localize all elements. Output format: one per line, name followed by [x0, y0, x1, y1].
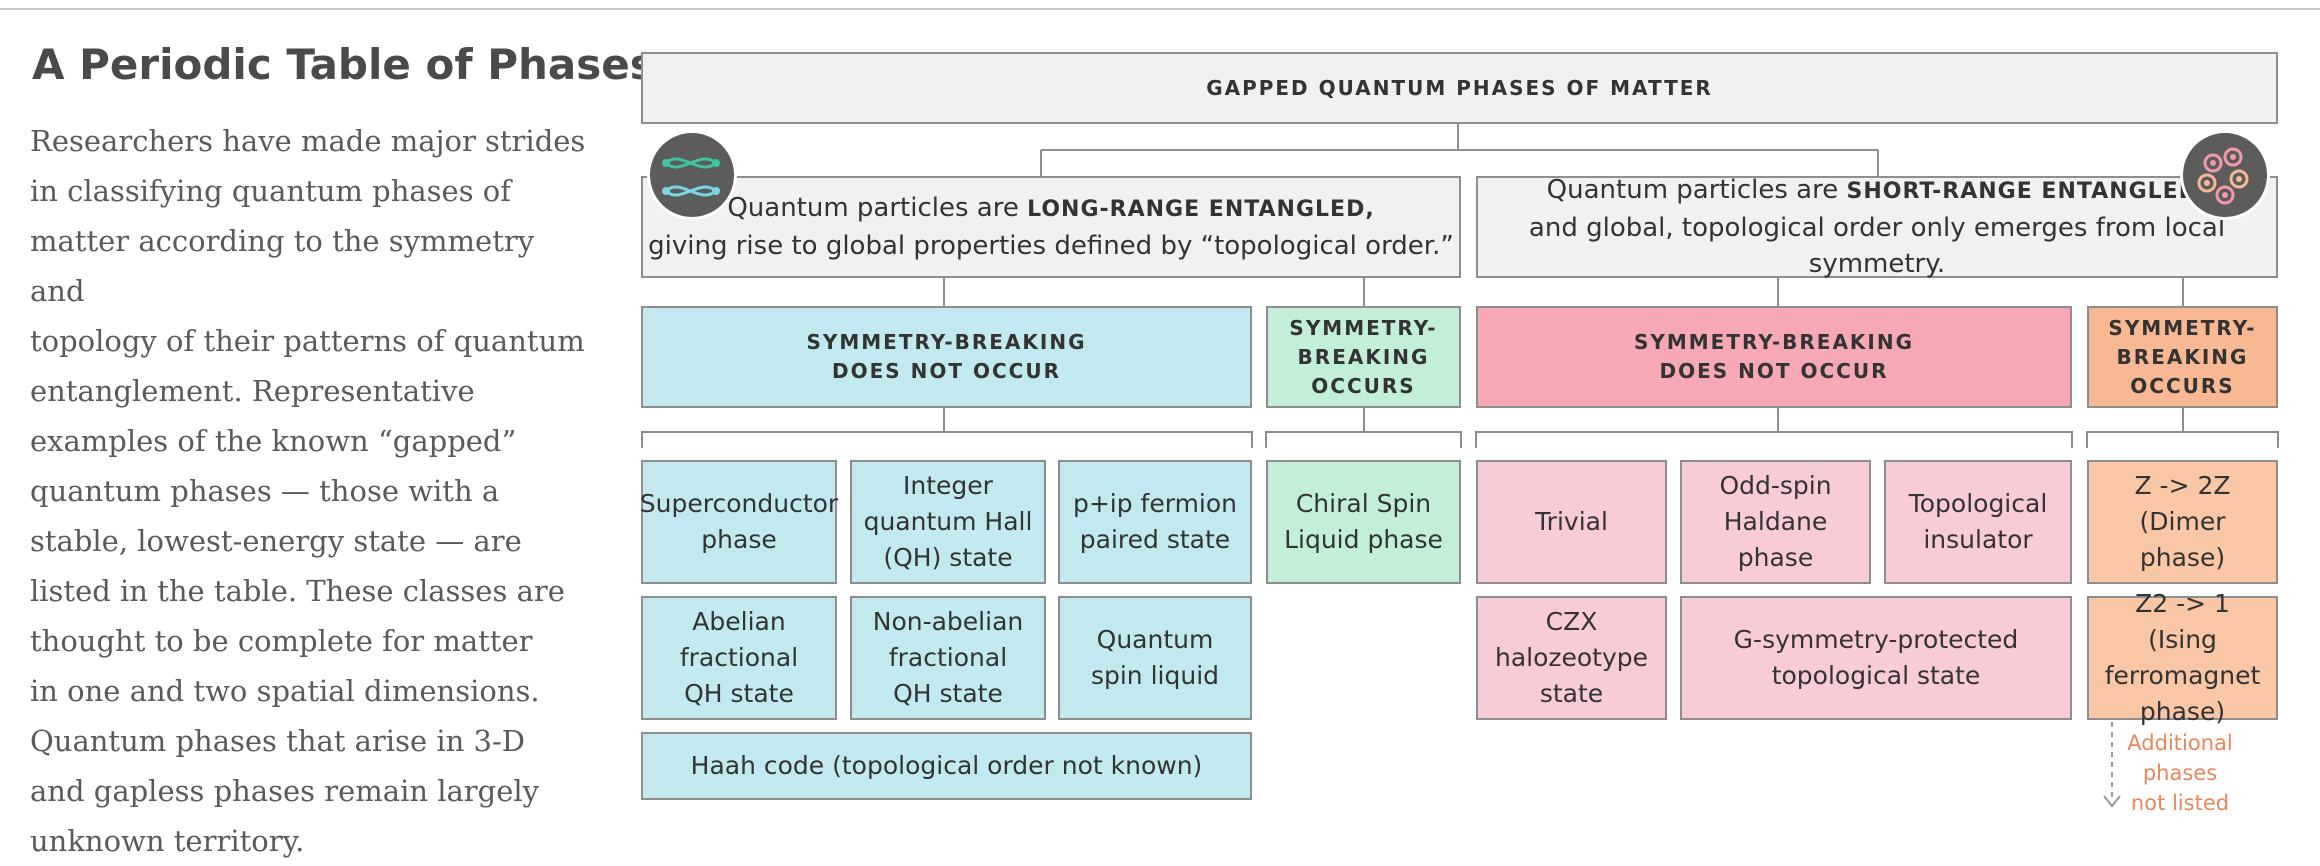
sr-no-break-label: SYMMETRY-BREAKING DOES NOT OCCUR [1633, 330, 1915, 383]
intro-line: and gapless phases remain largely [30, 774, 540, 808]
entangled-particles-icon [647, 130, 737, 220]
intro-line: matter according to the symmetry and [30, 224, 535, 308]
czx-state: CZX halozeotype state [1494, 607, 1649, 708]
quantum-spin-liquid: Quantum spin liquid [1090, 625, 1220, 690]
dimer-phase: Z -> 2Z (Dimer phase) [2134, 471, 2231, 572]
short-range-box: Quantum particles are SHORT-RANGE ENTANG… [1476, 175, 2278, 279]
ising-ferromagnet-phase: Z2 -> 1 (Ising ferromagnet phase) [2104, 589, 2261, 726]
phase-cell: Z -> 2Z (Dimer phase) [2087, 460, 2278, 584]
sr-break-header: SYMMETRY- BREAKING OCCURS [2087, 306, 2278, 408]
short-range-emphasis: SHORT-RANGE ENTANGLED, [1846, 179, 2208, 204]
abelian-fqh-state: Abelian fractional QH state [679, 607, 799, 708]
intro-line: examples of the known “gapped” [30, 424, 517, 458]
article-intro: Researchers have made major strides in c… [30, 116, 590, 866]
lr-no-break-label: SYMMETRY-BREAKING DOES NOT OCCUR [806, 330, 1087, 383]
connector-lines [641, 124, 2279, 808]
phase-cell: CZX halozeotype state [1476, 596, 1667, 720]
local-particles-icon [2180, 130, 2270, 220]
phase-cell: Topological insulator [1884, 460, 2072, 584]
phase-cell: Quantum spin liquid [1058, 596, 1252, 720]
additional-phases-note: Additional phases not listed [2127, 731, 2233, 815]
root-box: GAPPED QUANTUM PHASES OF MATTER [641, 52, 2278, 124]
phase-cell: Odd-spin Haldane phase [1680, 460, 1871, 584]
lr-break-label: SYMMETRY- BREAKING OCCURS [1289, 315, 1438, 398]
non-abelian-fqh-state: Non-abelian fractional QH state [872, 607, 1024, 708]
short-range-line2: and global, topological order only emerg… [1528, 213, 2226, 279]
lr-break-header: SYMMETRY- BREAKING OCCURS [1266, 306, 1461, 408]
short-range-prefix: Quantum particles are [1546, 175, 1847, 205]
intro-line: Quantum phases that arise in 3-D [30, 724, 525, 758]
pip-fermion-state: p+ip fermion paired state [1072, 489, 1238, 554]
sr-break-label: SYMMETRY- BREAKING OCCURS [2108, 315, 2257, 398]
chiral-spin-liquid: Chiral Spin Liquid phase [1284, 489, 1443, 554]
phase-cell: Non-abelian fractional QH state [850, 596, 1046, 720]
phase-cell: Abelian fractional QH state [641, 596, 837, 720]
integer-qh-state: Integer quantum Hall (QH) state [863, 471, 1033, 572]
intro-line: stable, lowest-energy state — are [30, 524, 522, 558]
superconductor-phase: Superconductor phase [639, 489, 839, 554]
haldane-phase: Odd-spin Haldane phase [1719, 471, 1832, 572]
intro-line: quantum phases — those with a [30, 474, 500, 508]
intro-line: in one and two spatial dimensions. [30, 674, 540, 708]
intro-line: in classifying quantum phases of [30, 174, 511, 208]
long-range-prefix: Quantum particles are [727, 193, 1028, 223]
entangled-particles-glyph [662, 157, 720, 197]
haah-code: Haah code (topological order not known) [690, 751, 1203, 780]
intro-line: topology of their patterns of quantum [30, 324, 585, 358]
topological-insulator: Topological insulator [1908, 489, 2048, 554]
long-range-line2: giving rise to global properties defined… [648, 231, 1454, 261]
phase-cell: Integer quantum Hall (QH) state [850, 460, 1046, 584]
g-symmetry-state: G-symmetry-protected topological state [1733, 625, 2019, 690]
lr-no-break-header: SYMMETRY-BREAKING DOES NOT OCCUR [641, 306, 1252, 408]
local-particles-glyph [2197, 147, 2249, 205]
intro-line: listed in the table. These classes are [30, 574, 565, 608]
phase-cell: Chiral Spin Liquid phase [1266, 460, 1461, 584]
phase-cell: Haah code (topological order not known) [641, 732, 1252, 800]
phase-cell: Z2 -> 1 (Ising ferromagnet phase) [2087, 589, 2278, 726]
phase-cell: Trivial [1476, 460, 1667, 584]
intro-line: thought to be complete for matter [30, 624, 533, 658]
intro-line: entanglement. Representative [30, 374, 475, 408]
phase-cell: p+ip fermion paired state [1058, 460, 1252, 584]
long-range-box: Quantum particles are LONG-RANGE ENTANGL… [641, 176, 1461, 278]
top-rule [0, 8, 2320, 10]
trivial-phase: Trivial [1535, 507, 1608, 536]
intro-line: Researchers have made major strides [30, 124, 586, 158]
root-label: GAPPED QUANTUM PHASES OF MATTER [1206, 75, 1713, 100]
sr-no-break-header: SYMMETRY-BREAKING DOES NOT OCCUR [1476, 306, 2072, 408]
long-range-emphasis: LONG-RANGE ENTANGLED, [1027, 197, 1375, 222]
phase-cell: G-symmetry-protected topological state [1680, 596, 2072, 720]
phase-cell: Superconductor phase [640, 460, 838, 584]
article-title: A Periodic Table of Phases [32, 40, 655, 89]
